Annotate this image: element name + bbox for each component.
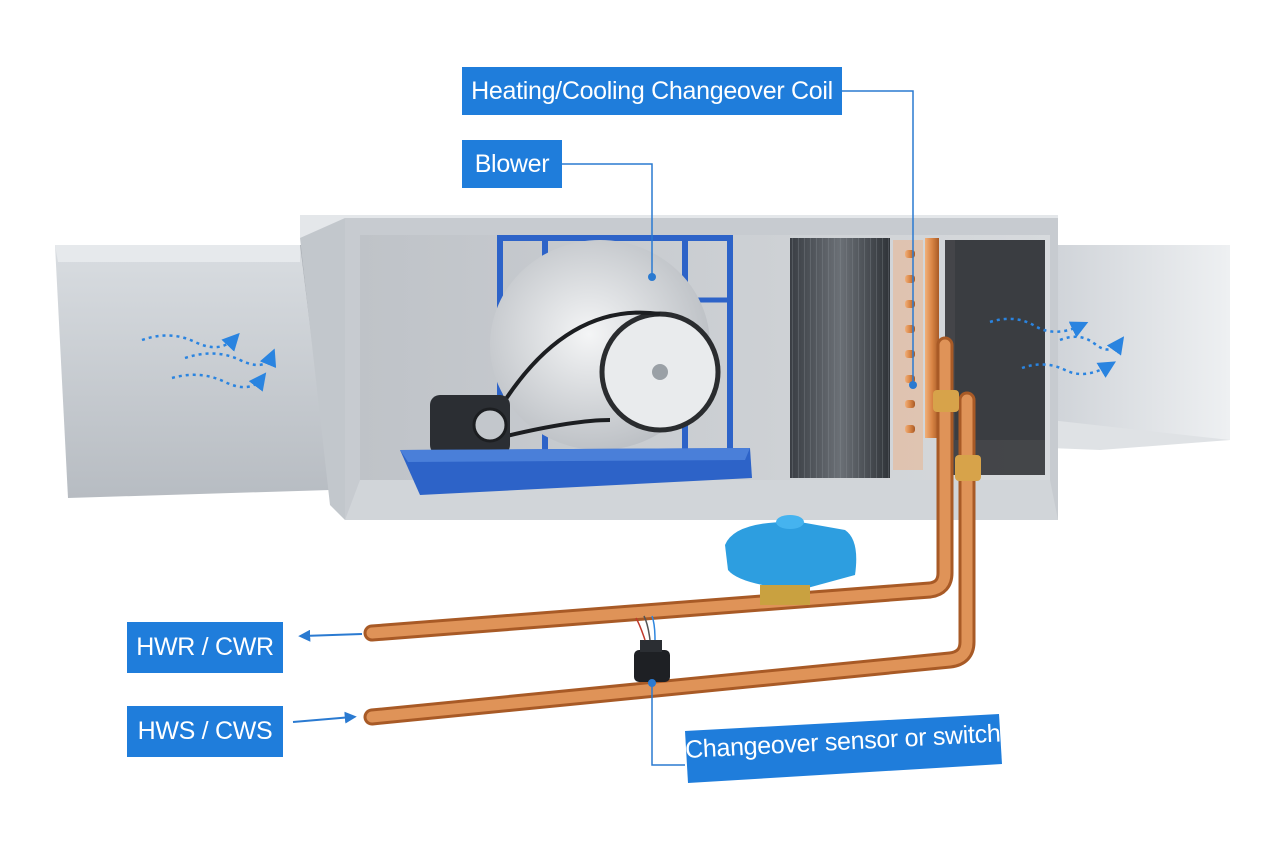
- blower-label: Blower: [474, 149, 550, 178]
- valve-actuator: [725, 515, 857, 605]
- inlet-duct: [55, 245, 345, 500]
- leader-lines: [562, 90, 917, 766]
- sensor-leader-line: [651, 683, 685, 766]
- return-pipe: [363, 336, 954, 642]
- coil-leader-line: [842, 90, 914, 385]
- changeover-coil: [790, 238, 939, 478]
- blower-leader-line: [562, 163, 653, 277]
- airflow-arrow-icon: [141, 332, 277, 392]
- blower-assembly: [400, 235, 752, 495]
- coil-label-box: [462, 67, 842, 115]
- airflow-arrow-icon: [989, 317, 1125, 378]
- sensor-label-box: [685, 714, 1002, 783]
- return-label: HWR / CWR: [136, 633, 274, 661]
- supply-label-box: [127, 706, 283, 757]
- changeover-sensor: [634, 615, 670, 682]
- coil-label: Heating/Cooling Changeover Coil: [471, 76, 833, 105]
- supply-pipe: [363, 390, 981, 726]
- return-label-box: [127, 622, 283, 673]
- outlet-duct: [1050, 245, 1230, 450]
- blower-label-box: [462, 140, 562, 188]
- flow-arrow-icon: [298, 629, 363, 642]
- flow-arrow-icon: [292, 711, 357, 724]
- supply-label: HWS / CWS: [137, 717, 273, 745]
